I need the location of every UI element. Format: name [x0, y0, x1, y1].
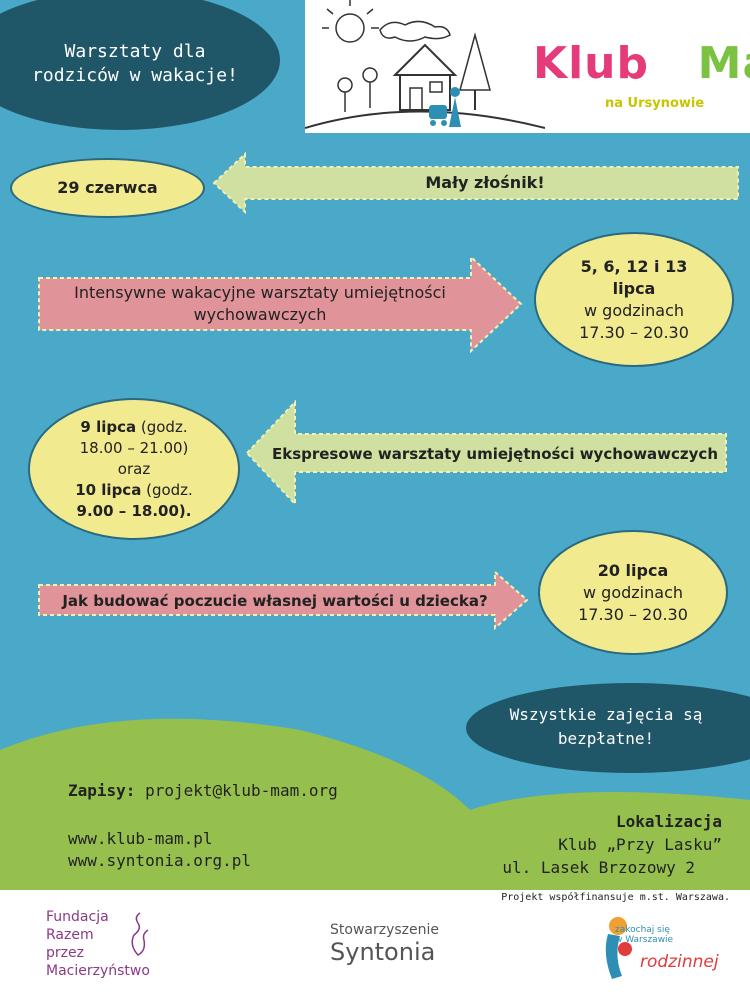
date-a-rest: (godz.: [136, 417, 188, 436]
date-days: 5, 6, 12 i 13: [580, 256, 688, 276]
title-line-2: rodziców w wakacje!: [32, 65, 238, 86]
date-b-bold: 10 lipca: [75, 480, 142, 499]
fundacja-line-3: przez: [46, 945, 84, 961]
date-a-line-1: 9 lipca (godz.: [80, 417, 187, 438]
free-note-blob: Wszystkie zajęcia są bezpłatne!: [466, 683, 750, 773]
free-note-line-2: bezpłatne!: [557, 729, 655, 748]
cofinance-note: Projekt współfinansuje m.st. Warszawa.: [501, 892, 730, 903]
rodzinnej-warszawa-logo: [605, 917, 632, 979]
location-heading: Lokalizacja: [616, 812, 722, 831]
fundacja-line-4: Macierzyństwo: [46, 963, 150, 979]
fundacja-logo: Fundacja Razem przez Macierzyństwo: [46, 908, 150, 980]
date-a-bold: 9 lipca: [80, 417, 137, 436]
poster-title: Warsztaty dla rodziców w wakacje!: [0, 40, 270, 88]
klub-mam-logo: Klub Mam na Ursynowie: [305, 0, 750, 133]
date-ellipse-3: 9 lipca (godz. 18.00 – 21.00) oraz 10 li…: [28, 398, 240, 540]
signup-email-link[interactable]: projekt@klub-mam.org: [145, 781, 338, 800]
logo-word-mam: Mam: [697, 38, 750, 89]
fundacja-line-1: Fundacja: [46, 909, 109, 925]
date-hours: 17.30 – 20.30: [579, 322, 689, 342]
logo-title: Klub Mam: [533, 38, 750, 89]
arrow-right-2: [38, 255, 523, 353]
date-ellipse-2: 5, 6, 12 i 13 lipca w godzinach 17.30 – …: [534, 232, 734, 367]
date-hours: 17.30 – 20.30: [578, 604, 688, 624]
logo-subtitle: na Ursynowie: [605, 96, 705, 111]
signup-label: Zapisy:: [68, 781, 136, 800]
footer-logos: Projekt współfinansuje m.st. Warszawa. F…: [0, 890, 750, 1000]
arrow-right-4: [38, 570, 529, 630]
date-ellipse-4: 20 lipca w godzinach 17.30 – 20.30: [538, 530, 728, 655]
workshop-title-2: Intensywne wakacyjne warsztaty umiejętno…: [50, 282, 470, 326]
workshop-title-1: Mały złośnik!: [425, 173, 545, 192]
date-a-line-2: 18.00 – 21.00): [79, 438, 189, 457]
location-address: ul. Lasek Brzozowy 2: [502, 858, 695, 877]
syntonia-logo-line-1: Stowarzyszenie: [330, 922, 439, 938]
date-or: oraz: [117, 459, 151, 478]
workshop-title-3: Ekspresowe warsztaty umiejętności wychow…: [271, 445, 719, 463]
date-month: lipca: [612, 278, 656, 298]
free-note: Wszystkie zajęcia są bezpłatne!: [506, 703, 706, 751]
website-link-1[interactable]: www.klub-mam.pl: [68, 829, 213, 848]
fundacja-line-2: Razem: [46, 927, 94, 943]
date-b-line-1: 10 lipca (godz.: [75, 480, 193, 501]
arrow-left-3: [245, 400, 727, 506]
workshop-title-4: Jak budować poczucie własnej wartości u …: [62, 592, 488, 610]
date-hours-label: w godzinach: [584, 300, 684, 320]
logo-word-klub: Klub: [533, 38, 649, 89]
rodzinnej-small-text: zakochaj się w Warszawie: [615, 925, 674, 945]
workshop-title-2-line-2: wychowawczych: [193, 305, 327, 324]
mother-silhouette-icon: [131, 912, 149, 956]
date-text: 29 czerwca: [57, 178, 158, 197]
date-ellipse-1: 29 czerwca: [10, 158, 205, 218]
rodzinnej-big-text: rodzinnej: [640, 952, 719, 972]
syntonia-logo-line-2: Syntonia: [330, 938, 436, 966]
website-link-2[interactable]: www.syntonia.org.pl: [68, 851, 252, 870]
date-b-line-2: 9.00 – 18.00).: [76, 501, 192, 520]
date-b-rest: (godz.: [141, 480, 193, 499]
date-hours-label: w godzinach: [583, 582, 683, 602]
free-note-line-1: Wszystkie zajęcia są: [509, 705, 703, 724]
workshop-title-2-line-1: Intensywne wakacyjne warsztaty umiejętno…: [74, 283, 446, 302]
signup-line: Zapisy: projekt@klub-mam.org: [68, 780, 338, 802]
house-drawing-icon: [305, 0, 545, 129]
title-line-1: Warsztaty dla: [64, 41, 206, 62]
date-bold: 20 lipca: [597, 560, 669, 580]
green-hill-shape: [0, 718, 750, 890]
location-venue: Klub „Przy Lasku”: [558, 835, 722, 854]
title-blob: Warsztaty dla rodziców w wakacje!: [0, 0, 280, 130]
poster: Warsztaty dla rodziców w wakacje!: [0, 0, 750, 890]
arrow-left-1: [212, 152, 739, 214]
